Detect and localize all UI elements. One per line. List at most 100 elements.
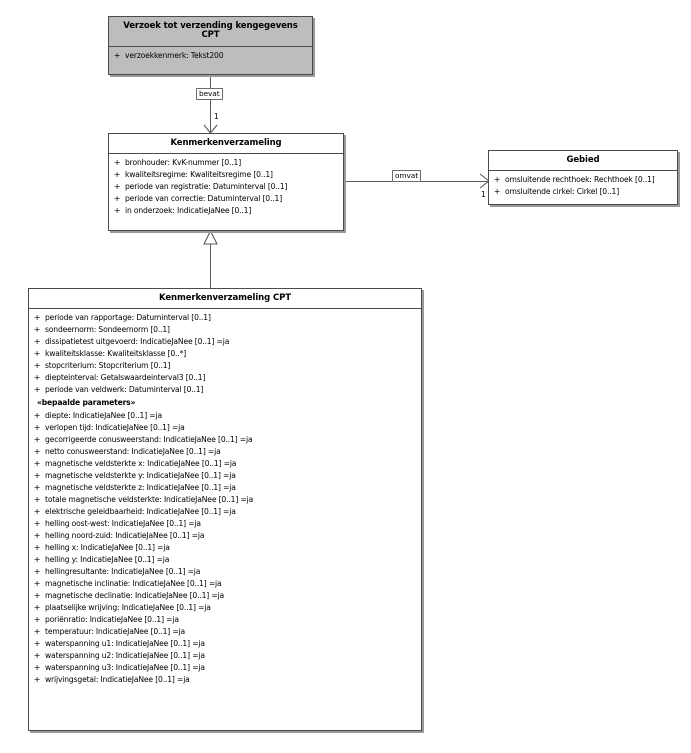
attribute-visibility: + <box>33 495 41 505</box>
attribute-visibility: + <box>33 349 41 359</box>
attribute-row: + diepte: IndicatieJaNee [0..1] =ja <box>29 410 421 422</box>
attribute-text: wrijvingsgetal: IndicatieJaNee [0..1] =j… <box>45 675 190 685</box>
class-attributes: + bronhouder: KvK-nummer [0..1] + kwalit… <box>109 154 343 221</box>
attribute-visibility: + <box>33 447 41 457</box>
attribute-text: magnetische inclinatie: IndicatieJaNee [… <box>45 579 222 589</box>
edge-label-bevat: bevat <box>196 88 223 100</box>
attribute-visibility: + <box>33 337 41 347</box>
attribute-text: waterspanning u2: IndicatieJaNee [0..1] … <box>45 651 205 661</box>
attribute-text: kwaliteitsklasse: Kwaliteitsklasse [0..*… <box>45 349 187 359</box>
attribute-text: periode van correctie: Datuminterval [0.… <box>125 194 283 204</box>
attribute-text: netto conusweerstand: IndicatieJaNee [0.… <box>45 447 221 457</box>
attribute-row: + waterspanning u3: IndicatieJaNee [0..1… <box>29 662 421 674</box>
attribute-text: hellingresultante: IndicatieJaNee [0..1]… <box>45 567 201 577</box>
attribute-text: gecorrigeerde conusweerstand: IndicatieJ… <box>45 435 253 445</box>
attribute-visibility: + <box>33 519 41 529</box>
attribute-row: + helling x: IndicatieJaNee [0..1] =ja <box>29 542 421 554</box>
attribute-text: poriënratio: IndicatieJaNee [0..1] =ja <box>45 615 179 625</box>
edge-multiplicity-bevat: 1 <box>214 112 219 121</box>
attribute-text: omsluitende cirkel: Cirkel [0..1] <box>505 187 620 197</box>
class-box-kenmerkenverzameling-cpt[interactable]: Kenmerkenverzameling CPT + periode van r… <box>28 288 422 731</box>
class-box-gebied[interactable]: Gebied + omsluitende rechthoek: Rechthoe… <box>488 150 678 205</box>
attribute-row: + in onderzoek: IndicatieJaNee [0..1] <box>109 205 343 217</box>
attribute-row: + periode van rapportage: Datuminterval … <box>29 312 421 324</box>
attribute-visibility: + <box>33 543 41 553</box>
class-title: Gebied <box>489 151 677 172</box>
attribute-visibility: + <box>33 615 41 625</box>
attribute-row: + netto conusweerstand: IndicatieJaNee [… <box>29 446 421 458</box>
attribute-row: + wrijvingsgetal: IndicatieJaNee [0..1] … <box>29 674 421 686</box>
attribute-text: omsluitende rechthoek: Rechthoek [0..1] <box>505 175 655 185</box>
attribute-visibility: + <box>113 170 121 180</box>
attribute-visibility: + <box>33 471 41 481</box>
attribute-visibility: + <box>33 325 41 335</box>
attribute-row: + totale magnetische veldsterkte: Indica… <box>29 494 421 506</box>
attribute-visibility: + <box>33 313 41 323</box>
attribute-row: + verzoekkenmerk: Tekst200 <box>109 50 312 62</box>
edge-multiplicity-omvat: 1 <box>481 190 486 199</box>
attribute-row: + hellingresultante: IndicatieJaNee [0..… <box>29 566 421 578</box>
attribute-row: + kwaliteitsklasse: Kwaliteitsklasse [0.… <box>29 348 421 360</box>
attribute-visibility: + <box>33 531 41 541</box>
attribute-row: + periode van registratie: Datuminterval… <box>109 181 343 193</box>
attribute-row: + helling noord-zuid: IndicatieJaNee [0.… <box>29 530 421 542</box>
attribute-text: plaatselijke wrijving: IndicatieJaNee [0… <box>45 603 211 613</box>
attribute-row: + helling oost-west: IndicatieJaNee [0..… <box>29 518 421 530</box>
stereotype-label: «bepaalde parameters» <box>37 398 136 408</box>
attribute-visibility: + <box>33 459 41 469</box>
attribute-row: + magnetische veldsterkte y: IndicatieJa… <box>29 470 421 482</box>
attribute-row: + dissipatietest uitgevoerd: IndicatieJa… <box>29 336 421 348</box>
attribute-text: helling y: IndicatieJaNee [0..1] =ja <box>45 555 170 565</box>
attribute-row: + waterspanning u1: IndicatieJaNee [0..1… <box>29 638 421 650</box>
attribute-visibility: + <box>33 591 41 601</box>
attribute-visibility: + <box>33 435 41 445</box>
attribute-visibility: + <box>33 373 41 383</box>
attribute-row: + gecorrigeerde conusweerstand: Indicati… <box>29 434 421 446</box>
attribute-row: + helling y: IndicatieJaNee [0..1] =ja <box>29 554 421 566</box>
attribute-visibility: + <box>33 579 41 589</box>
edge-label-omvat: omvat <box>392 170 422 182</box>
attribute-row: + magnetische veldsterkte z: IndicatieJa… <box>29 482 421 494</box>
attribute-row: + magnetische inclinatie: IndicatieJaNee… <box>29 578 421 590</box>
attribute-visibility: + <box>33 663 41 673</box>
attribute-visibility: + <box>33 555 41 565</box>
attribute-row: + verlopen tijd: IndicatieJaNee [0..1] =… <box>29 422 421 434</box>
attribute-row: + stopcriterium: Stopcriterium [0..1] <box>29 360 421 372</box>
class-box-kenmerkenverzameling[interactable]: Kenmerkenverzameling + bronhouder: KvK-n… <box>108 133 344 231</box>
attribute-text: diepteinterval: Getalswaardeinterval3 [0… <box>45 373 206 383</box>
attribute-row: + elektrische geleidbaarheid: IndicatieJ… <box>29 506 421 518</box>
attribute-visibility: + <box>33 675 41 685</box>
class-attributes: + omsluitende rechthoek: Rechthoek [0..1… <box>489 171 677 202</box>
attribute-row: + omsluitende cirkel: Cirkel [0..1] <box>489 186 677 198</box>
class-title: Kenmerkenverzameling <box>109 134 343 155</box>
attribute-text: bronhouder: KvK-nummer [0..1] <box>125 158 242 168</box>
attribute-visibility: + <box>113 50 121 60</box>
attribute-visibility: + <box>33 385 41 395</box>
attribute-text: temperatuur: IndicatieJaNee [0..1] =ja <box>45 627 186 637</box>
attribute-text: verlopen tijd: IndicatieJaNee [0..1] =ja <box>45 423 185 433</box>
connector-generalization-line <box>210 240 211 288</box>
attribute-text: magnetische declinatie: IndicatieJaNee [… <box>45 591 225 601</box>
attribute-visibility: + <box>33 411 41 421</box>
class-attributes: + periode van rapportage: Datuminterval … <box>29 309 421 690</box>
attribute-visibility: + <box>113 194 121 204</box>
attribute-row: + sondeernorm: Sondeernorm [0..1] <box>29 324 421 336</box>
attribute-visibility: + <box>33 627 41 637</box>
attribute-visibility: + <box>33 361 41 371</box>
attribute-text: magnetische veldsterkte z: IndicatieJaNe… <box>45 483 236 493</box>
attribute-visibility: + <box>33 423 41 433</box>
attribute-row: + magnetische declinatie: IndicatieJaNee… <box>29 590 421 602</box>
attribute-text: dissipatietest uitgevoerd: IndicatieJaNe… <box>45 337 230 347</box>
attribute-text: helling oost-west: IndicatieJaNee [0..1]… <box>45 519 201 529</box>
class-title: Verzoek tot verzending kengegevens CPT <box>109 17 312 47</box>
attribute-row: + waterspanning u2: IndicatieJaNee [0..1… <box>29 650 421 662</box>
class-title: Kenmerkenverzameling CPT <box>29 289 421 310</box>
attribute-row: + periode van veldwerk: Datuminterval [0… <box>29 384 421 396</box>
connector-bevat-line <box>210 75 211 133</box>
class-box-verzoek-tot-verzending-kengegevens-cpt[interactable]: Verzoek tot verzending kengegevens CPT +… <box>108 16 313 75</box>
attribute-visibility: + <box>33 507 41 517</box>
attribute-text: waterspanning u3: IndicatieJaNee [0..1] … <box>45 663 205 673</box>
attribute-text: verzoekkenmerk: Tekst200 <box>125 50 224 60</box>
attribute-visibility: + <box>113 158 121 168</box>
